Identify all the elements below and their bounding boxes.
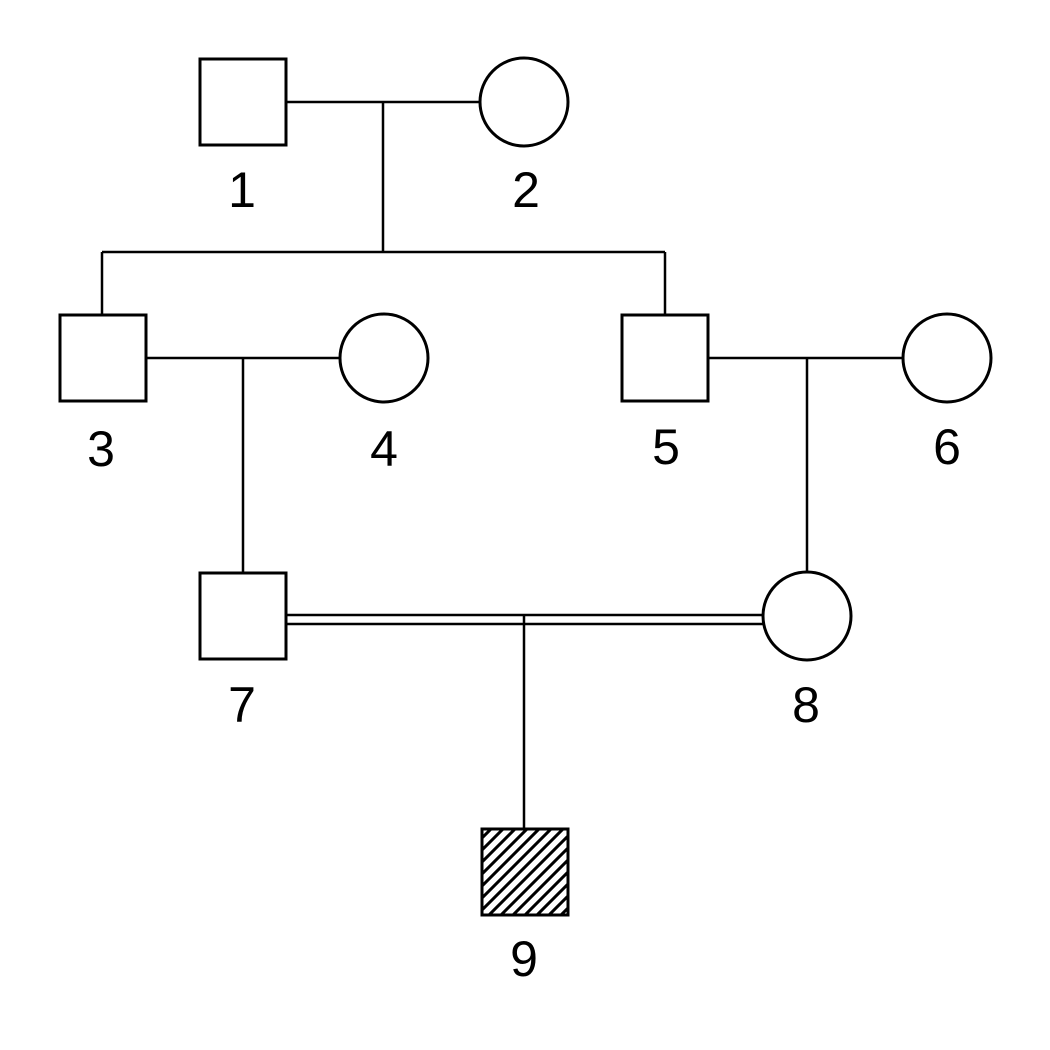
individual-4-label: 4 [370, 421, 398, 477]
individual-5-label: 5 [652, 419, 680, 475]
individual-2-label: 2 [512, 162, 540, 218]
individual-6-label: 6 [933, 419, 961, 475]
individual-1-label: 1 [228, 162, 256, 218]
individual-9-label: 9 [510, 931, 538, 987]
individual-3-symbol-male [58, 313, 148, 403]
individual-8-label: 8 [792, 677, 820, 733]
individual-3-label: 3 [87, 421, 115, 477]
individual-8-symbol-female [761, 570, 853, 662]
individual-1-symbol-male [198, 57, 288, 147]
individual-2-symbol-female [478, 56, 570, 148]
individual-5-symbol-male [620, 313, 710, 403]
individual-7-symbol-male [198, 571, 288, 661]
individual-6-symbol-female [901, 312, 993, 404]
individual-4-symbol-female [338, 312, 430, 404]
individual-7-label: 7 [228, 677, 256, 733]
individual-9-symbol-male-affected [480, 827, 570, 917]
